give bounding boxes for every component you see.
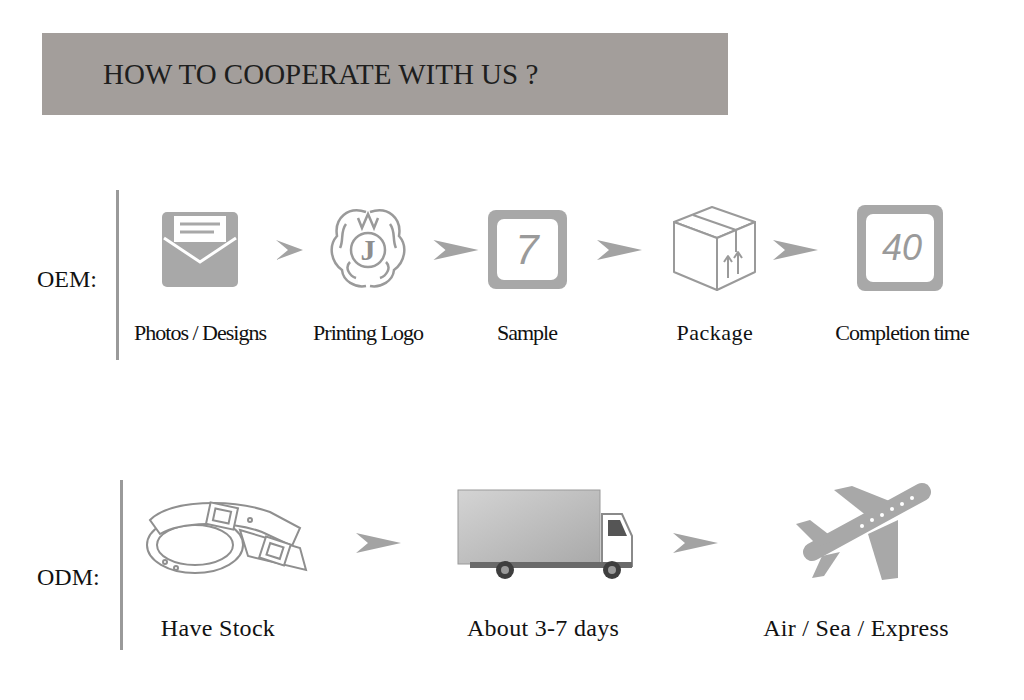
arrow-head: [673, 533, 718, 553]
step-caption: Completion time: [831, 320, 973, 346]
icon-number: J: [309, 225, 427, 275]
icon-area: J: [309, 207, 427, 320]
flow-arrow: [773, 240, 818, 260]
icon-area: [759, 478, 953, 615]
icon-area: [130, 212, 270, 320]
icon-area: 40: [831, 205, 973, 320]
process-step: Have Stock: [133, 495, 303, 641]
process-step: 7Sample: [485, 210, 569, 346]
truck-illustration: [458, 490, 632, 579]
process-step: 40Completion time: [831, 205, 973, 346]
flow-arrow: [434, 240, 479, 260]
arrow-head: [773, 240, 818, 260]
icon-area: [133, 495, 303, 615]
process-step: About 3-7 days: [454, 490, 632, 641]
step-caption: Photos / Designs: [130, 320, 270, 346]
arrow-head: [597, 240, 642, 260]
icon-area: [454, 490, 632, 615]
icon-number: 7: [485, 225, 569, 275]
step-caption: Air / Sea / Express: [759, 615, 953, 641]
process-step: Photos / Designs: [130, 212, 270, 346]
arrow-head: [356, 533, 401, 553]
process-step: Air / Sea / Express: [759, 478, 953, 641]
package-icon: [674, 207, 755, 290]
flow-arrow: [597, 240, 642, 260]
row-label: OEM:: [37, 266, 97, 293]
envelope-icon: [162, 212, 238, 287]
row-bar: [116, 190, 119, 360]
step-caption: Package: [670, 320, 760, 346]
step-caption: Have Stock: [133, 615, 303, 641]
title-banner: HOW TO COOPERATE WITH US ?: [42, 33, 728, 115]
flow-arrow: [673, 533, 718, 553]
row-bar: [120, 480, 123, 650]
title-text: HOW TO COOPERATE WITH US ?: [103, 33, 538, 115]
step-caption: Printing Logo: [309, 320, 427, 346]
process-step: J Printing Logo: [309, 207, 427, 346]
step-caption: Sample: [485, 320, 569, 346]
flow-arrow: [356, 533, 401, 553]
icon-area: 7: [485, 210, 569, 320]
row-label: ODM:: [37, 564, 100, 591]
plane-illustration: [796, 486, 922, 580]
arrow-head: [276, 240, 303, 260]
flow-arrow: [276, 240, 303, 260]
icon-area: [670, 207, 760, 320]
process-step: Package: [670, 207, 760, 346]
icon-number: 40: [831, 223, 973, 273]
belts-illustration: [147, 502, 306, 573]
step-caption: About 3-7 days: [454, 615, 632, 641]
arrow-head: [434, 240, 479, 260]
